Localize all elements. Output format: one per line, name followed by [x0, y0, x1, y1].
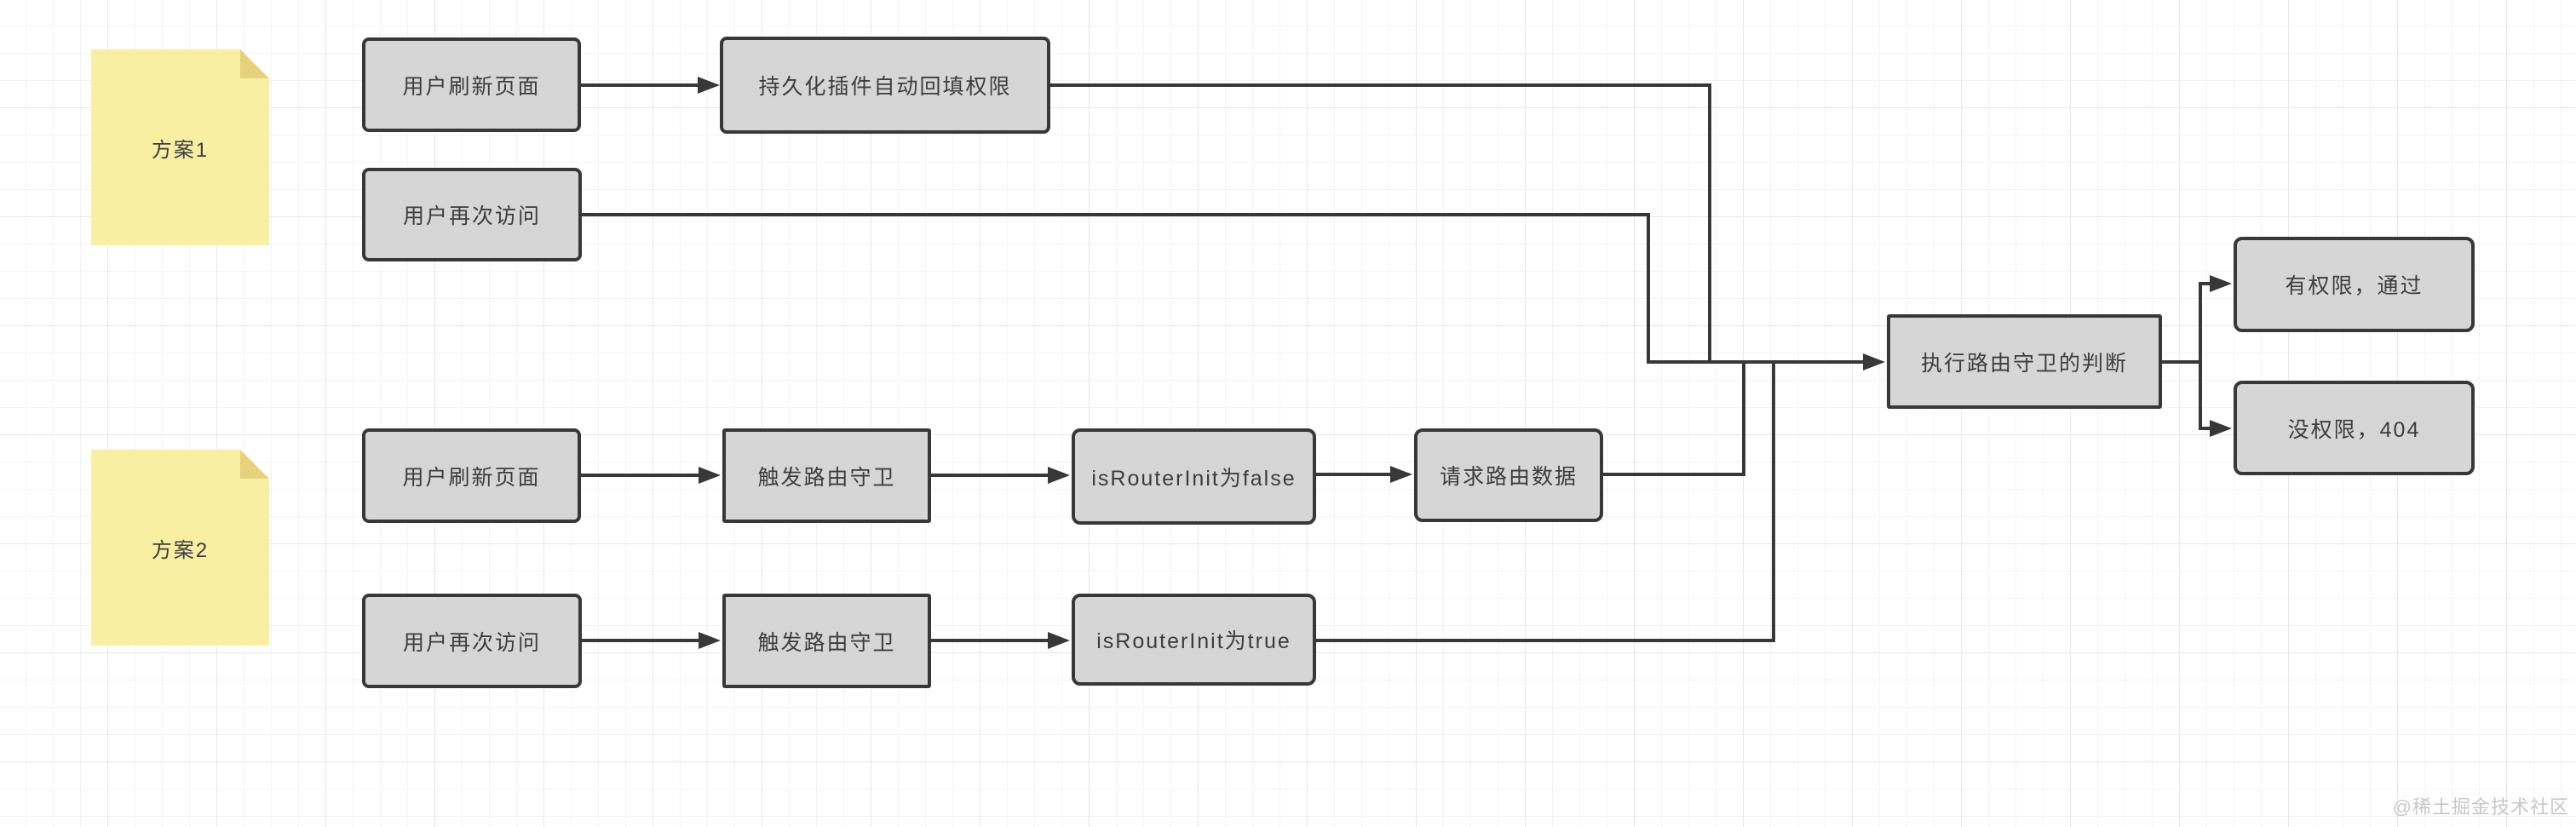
node-isrouterinit-false: isRouterInit为false: [1072, 428, 1316, 525]
edge-trigger1-to-false-segment: [929, 474, 1053, 477]
edge-request-to-merge-segment: [1601, 473, 1745, 476]
edge-false-to-request-segment: [1314, 473, 1395, 476]
node-isrouterinit-true: isRouterInit为true: [1072, 594, 1316, 686]
edge-refresh2-to-trigger-segment: [579, 474, 704, 477]
node-label: 用户刷新页面: [402, 465, 541, 490]
edge-false-to-request-arrowhead: [1390, 466, 1412, 483]
node-label: 有权限，通过: [2285, 274, 2424, 298]
edge-branch-vertical-segment: [2199, 282, 2202, 430]
node-label: 用户刷新页面: [402, 74, 541, 99]
node-label: isRouterInit为true: [1096, 629, 1291, 653]
note-folded-corner: [240, 49, 269, 78]
node-execute-guard-judgement: 执行路由守卫的判断: [1887, 314, 2162, 409]
edge-trigger2-to-true-arrowhead: [1048, 632, 1070, 649]
node-label: isRouterInit为false: [1091, 466, 1297, 491]
edge-true-to-merge-segment: [1314, 639, 1775, 642]
node-label: 触发路由守卫: [757, 465, 896, 490]
note-plan-2: 方案2: [91, 450, 269, 646]
node-label: 触发路由守卫: [757, 630, 896, 655]
edge-trigger1-to-false-arrowhead: [1048, 467, 1070, 484]
node-user-refresh-2: 用户刷新页面: [362, 428, 581, 523]
node-user-refresh-1: 用户刷新页面: [362, 37, 581, 132]
edge-revisit1-to-judgement-segment: [1647, 213, 1650, 364]
edge-revisit1-to-judgement-arrowhead: [1863, 353, 1885, 370]
node-has-permission-pass: 有权限，通过: [2234, 237, 2475, 332]
node-label: 持久化插件自动回填权限: [758, 75, 1012, 99]
node-label: 用户再次访问: [402, 630, 541, 655]
node-request-route-data: 请求路由数据: [1414, 428, 1603, 522]
edge-true-to-merge-segment: [1772, 360, 1775, 642]
node-label: 用户再次访问: [402, 204, 541, 228]
edge-refresh1-to-persist-arrowhead: [698, 77, 720, 94]
node-label: 请求路由数据: [1439, 465, 1578, 489]
edge-revisit1-to-judgement-segment: [1647, 360, 1868, 364]
edge-branch-to-pass-segment: [2199, 282, 2215, 285]
note-label: 方案2: [151, 538, 210, 562]
edge-branch-stem-segment: [2160, 360, 2202, 364]
node-no-permission-404: 没权限，404: [2234, 381, 2475, 475]
note-plan-1: 方案1: [91, 49, 269, 245]
edge-persist-to-merge-segment: [1708, 83, 1711, 364]
node-persist-plugin-refill: 持久化插件自动回填权限: [720, 37, 1050, 134]
edge-trigger2-to-true-segment: [929, 639, 1053, 642]
note-label: 方案1: [151, 138, 210, 162]
note-folded-corner: [240, 450, 269, 479]
edge-refresh2-to-trigger-arrowhead: [699, 467, 721, 484]
node-user-revisit-1: 用户再次访问: [362, 168, 582, 261]
node-trigger-guard-2: 触发路由守卫: [722, 594, 931, 688]
edge-revisit1-to-judgement-segment: [580, 213, 1650, 216]
edge-revisit2-to-trigger-arrowhead: [699, 632, 721, 649]
edge-persist-to-merge-segment: [1049, 83, 1711, 87]
node-user-revisit-2: 用户再次访问: [362, 594, 582, 688]
edge-branch-to-404-segment: [2199, 427, 2215, 430]
edge-refresh1-to-persist-segment: [579, 83, 703, 87]
node-trigger-guard-1: 触发路由守卫: [722, 428, 931, 523]
edge-branch-to-404-arrowhead: [2210, 420, 2232, 437]
edge-request-to-merge-segment: [1742, 360, 1745, 476]
node-label: 执行路由守卫的判断: [1920, 351, 2128, 376]
edge-branch-to-pass-arrowhead: [2210, 275, 2232, 292]
node-label: 没权限，404: [2287, 417, 2421, 442]
watermark: @稀土掘金技术社区: [2392, 796, 2569, 818]
edge-revisit2-to-trigger-segment: [580, 639, 704, 642]
